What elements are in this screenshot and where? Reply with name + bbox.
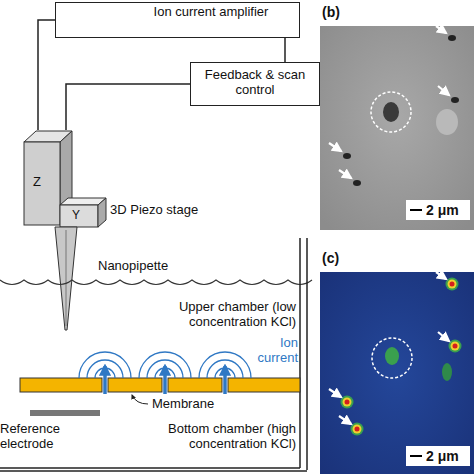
sicm-topography-image [320, 26, 474, 230]
membrane [20, 378, 300, 392]
ion-current-map-image [320, 272, 474, 474]
part-label: Nanopipette [98, 259, 218, 274]
water-surface [0, 280, 312, 285]
flow-arrow [103, 366, 107, 394]
white-arrow [436, 272, 446, 279]
image-background [320, 26, 474, 230]
region-label: Bottom chamber (high concentration KCl) [130, 422, 296, 452]
amplifier-box: Ion current amplifier [55, 2, 300, 38]
white-arrow [438, 332, 449, 341]
controller-box: Feedback & scan control [190, 62, 320, 106]
box-label: Ion current amplifier [151, 5, 271, 20]
nanopipette [55, 227, 77, 330]
membrane-block [228, 378, 300, 392]
leader-line [132, 395, 148, 404]
box-label: Feedback & scan control [201, 68, 309, 98]
part-label: Membrane [152, 397, 232, 412]
dark-blob [383, 102, 399, 122]
flow-arrow [163, 366, 167, 394]
image-panel: (c) 2 μm [318, 246, 474, 474]
ion-flow-arrows [105, 366, 225, 394]
pore-spot [448, 35, 456, 41]
vessel-wall [299, 238, 301, 468]
pore-spot [343, 153, 351, 159]
image-panel: (b) 2 μm [318, 0, 474, 232]
pore-spot [353, 180, 361, 186]
stage-label: 3D Piezo stage [110, 203, 240, 218]
image-background [320, 272, 474, 474]
signal-wire [66, 84, 190, 130]
vessel-floor [0, 470, 307, 472]
white-arrow [329, 143, 341, 151]
membrane-block [168, 378, 222, 392]
dashed-circle [372, 338, 412, 378]
axis-letter: Z [30, 175, 44, 190]
piezo-front [24, 142, 60, 225]
white-arrow [436, 26, 446, 33]
pore-spot [451, 97, 459, 103]
white-arrow [339, 416, 351, 424]
part-label: Reference electrode [0, 422, 72, 452]
signal-wire [284, 38, 286, 62]
panel-letter: (c) [322, 250, 352, 266]
flow-arrow [223, 366, 227, 394]
bright-blob [436, 109, 458, 135]
piezo-y-front [60, 205, 98, 227]
green-blob [442, 363, 452, 381]
panel-letter: (b) [322, 4, 352, 20]
membrane-block [20, 378, 102, 392]
piezo-stage [24, 131, 106, 227]
scale-bar-label: 2 μm [406, 446, 470, 466]
region-label: Upper chamber (low concentration KCl) [140, 300, 296, 330]
white-arrow [438, 86, 449, 95]
vessel-floor [0, 467, 300, 469]
signal-wire [38, 20, 55, 130]
piezo-y-side [98, 198, 106, 227]
membrane-block [108, 378, 162, 392]
flow-label: Ion current [236, 336, 298, 366]
reference-electrode [30, 410, 100, 416]
pipette-bore [66, 230, 67, 326]
white-arrow [339, 170, 351, 178]
dashed-circle [371, 92, 411, 132]
hot-spot [341, 278, 462, 436]
piezo-stage: Z Y 3D Piezo stage [18, 130, 243, 230]
green-blob [385, 347, 399, 365]
scale-bar-label: 2 μm [406, 200, 470, 220]
axis-letter: Y [69, 209, 83, 223]
vessel-wall [306, 238, 308, 470]
white-arrow [329, 389, 341, 397]
